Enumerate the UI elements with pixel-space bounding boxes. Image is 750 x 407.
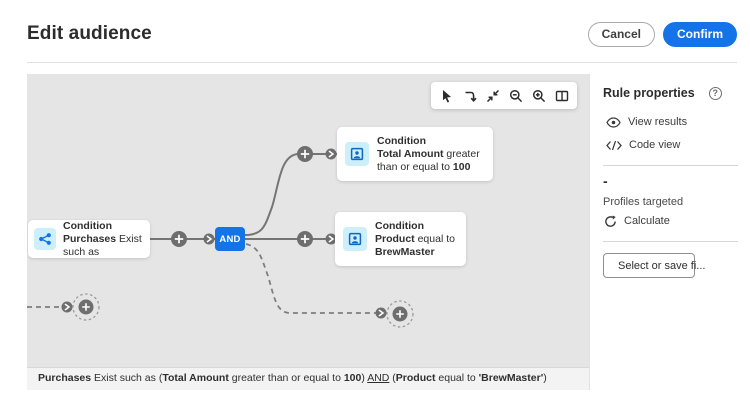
page-title: Edit audience <box>27 23 152 44</box>
select-tool-icon[interactable] <box>439 88 454 103</box>
filter-button-label: Select or save fi... <box>618 259 706 272</box>
attribute-icon <box>343 227 367 251</box>
condition-card-text: Condition Product equal to BrewMaster <box>375 220 460 259</box>
sidebar-divider <box>603 165 738 166</box>
select-or-save-filter-button[interactable]: Select or save fi... <box>603 253 705 278</box>
calculate-button[interactable]: Calculate <box>604 214 738 228</box>
code-view-label: Code view <box>629 139 681 151</box>
connector-chevron[interactable] <box>325 148 337 160</box>
code-icon <box>606 140 622 150</box>
add-condition-placeholder-bottom[interactable] <box>386 300 414 328</box>
condition-card-text: Condition Purchases Exist such as <box>63 220 144 259</box>
and-operator-node[interactable]: AND <box>215 227 245 251</box>
condition-card-product[interactable]: Condition Product equal to BrewMaster <box>335 212 466 266</box>
share-icon <box>34 228 56 250</box>
confirm-button[interactable]: Confirm <box>663 21 737 47</box>
condition-card-title: Condition <box>63 219 112 232</box>
refresh-icon <box>605 215 616 227</box>
zoom-in-icon[interactable] <box>531 88 546 103</box>
header-actions: Cancel Confirm <box>587 21 737 47</box>
add-node-button-root[interactable] <box>171 231 187 247</box>
rule-builder-canvas: Condition Purchases Exist such as AND Co… <box>27 74 589 390</box>
eye-icon <box>606 116 621 128</box>
sidebar-divider <box>603 241 738 242</box>
connector-layer <box>27 146 414 328</box>
connector-chevron[interactable] <box>375 307 387 319</box>
calculate-label: Calculate <box>624 215 670 227</box>
condition-card-purchases[interactable]: Condition Purchases Exist such as <box>28 220 150 258</box>
rule-properties-panel: Rule properties ? View results Code view… <box>589 74 750 390</box>
zoom-out-icon[interactable] <box>508 88 523 103</box>
collapse-tool-icon[interactable] <box>485 88 500 103</box>
condition-card-title: Condition <box>375 219 424 232</box>
page-header: Edit audience Cancel Confirm <box>27 0 737 63</box>
condition-card-desc: Product equal to BrewMaster <box>375 232 455 258</box>
rule-summary-bar: Purchases Exist such as (Total Amount gr… <box>27 367 589 390</box>
main-content: Condition Purchases Exist such as AND Co… <box>27 74 750 390</box>
condition-card-desc: Purchases Exist such as <box>63 232 142 258</box>
code-view-button[interactable]: Code view <box>606 138 738 152</box>
add-node-button-middle[interactable] <box>297 231 313 247</box>
rearrange-tool-icon[interactable] <box>462 88 477 103</box>
add-condition-placeholder-left[interactable] <box>72 293 100 321</box>
view-results-label: View results <box>628 116 688 128</box>
connector-chevron[interactable] <box>61 301 73 313</box>
connector-chevron[interactable] <box>203 233 215 245</box>
profiles-targeted-label: Profiles targeted <box>603 196 684 208</box>
flow-area[interactable]: Condition Purchases Exist such as AND Co… <box>27 74 589 367</box>
help-icon[interactable]: ? <box>708 86 722 100</box>
connector-chevron[interactable] <box>325 233 337 245</box>
attribute-icon <box>345 142 369 166</box>
cancel-button[interactable]: Cancel <box>587 21 655 47</box>
condition-card-text: Condition Total Amount greater than or e… <box>377 135 487 174</box>
condition-card-title: Condition <box>377 134 426 147</box>
condition-card-desc: Total Amount greater than or equal to 10… <box>377 147 480 173</box>
condition-card-total-amount[interactable]: Condition Total Amount greater than or e… <box>337 127 493 181</box>
profiles-count-value: - <box>603 173 608 189</box>
rule-properties-title: Rule properties <box>603 86 695 100</box>
canvas-toolbar <box>431 82 577 109</box>
minimap-toggle-icon[interactable] <box>554 88 569 103</box>
add-node-button-top[interactable] <box>297 146 313 162</box>
view-results-button[interactable]: View results <box>606 115 738 129</box>
